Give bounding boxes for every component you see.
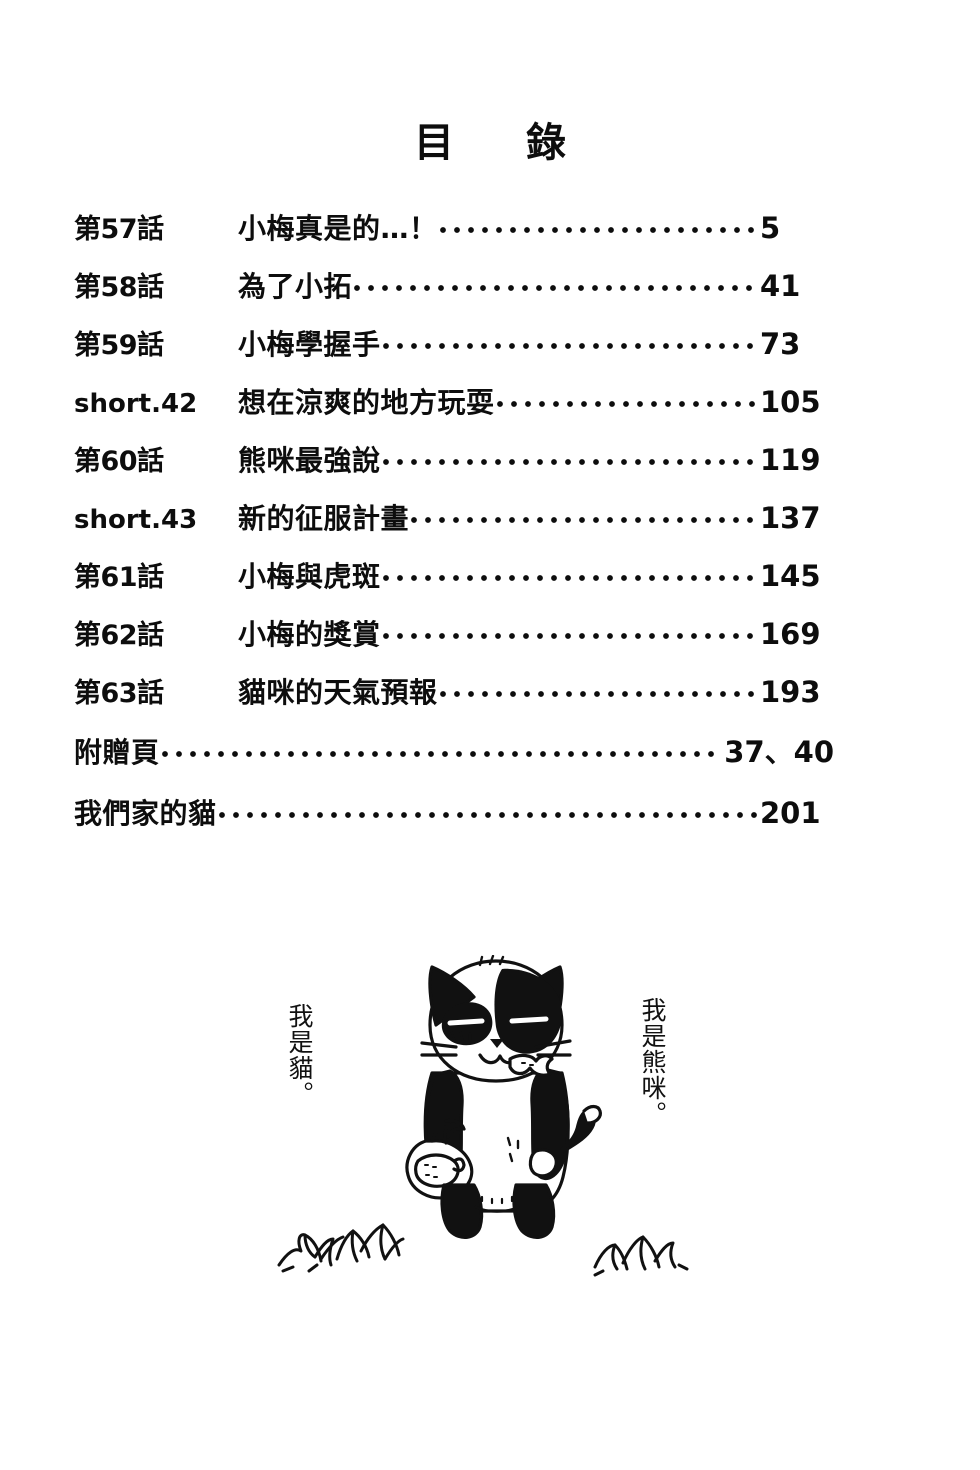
toc-row[interactable]: short.43 新的征服計畫 137	[74, 497, 834, 555]
toc-entry-title: 小梅學握手	[238, 328, 381, 361]
toc-chapter-number: short.43	[74, 505, 198, 535]
toc-row[interactable]: 第59話 小梅學握手 73	[74, 323, 834, 381]
illustration-label-left: 我是貓。	[285, 1003, 314, 1107]
toc-chapter-number: 第61話	[74, 562, 164, 593]
toc-page-number: 145	[760, 559, 821, 593]
toc-page-number: 193	[760, 675, 821, 709]
toc-row[interactable]: short.42 想在涼爽的地方玩耍 105	[74, 381, 834, 439]
toc-entry-title: 為了小拓	[238, 270, 353, 303]
toc-chapter-number: 第59話	[74, 330, 164, 361]
toc-dot-leader	[382, 628, 758, 644]
toc-chapter-number: 第62話	[74, 620, 164, 651]
toc-entry-title: 小梅的獎賞	[238, 618, 381, 651]
table-of-contents: 第57話 小梅真是的…！ 5 第58話 為了小拓 41 第59話 小梅學握手 73 short.4…	[74, 207, 834, 855]
toc-page-number: 105	[760, 385, 821, 419]
toc-chapter-number: 第63話	[74, 678, 164, 709]
cat-illustration-icon	[405, 955, 602, 1239]
toc-row[interactable]: 附贈頁 37、40	[74, 729, 834, 792]
toc-row[interactable]: 我們家的貓 201	[74, 792, 834, 855]
toc-entry-title: 貓咪的天氣預報	[238, 676, 438, 709]
toc-entry-title: 新的征服計畫	[238, 502, 410, 535]
grass-icon	[277, 1223, 689, 1277]
illustration-label-right: 我是熊咪。	[638, 997, 667, 1127]
page-title-char-2: 錄	[526, 120, 566, 166]
toc-entry-title: 小梅與虎斑	[238, 560, 381, 593]
illustration: 我是貓。 我是熊咪。	[0, 955, 980, 1295]
toc-entry-title: 想在涼爽的地方玩耍	[238, 386, 495, 419]
toc-entry-title: 附贈頁	[74, 736, 160, 769]
toc-chapter-number: 第60話	[74, 446, 164, 477]
toc-dot-leader	[382, 338, 758, 354]
toc-entry-title: 小梅真是的…！	[238, 212, 438, 245]
toc-page-number: 37、40	[724, 735, 834, 769]
toc-row[interactable]: 第63話 貓咪的天氣預報 193	[74, 671, 834, 729]
toc-dot-leader	[161, 746, 723, 762]
toc-page-number: 5	[760, 211, 781, 245]
toc-row[interactable]: 第57話 小梅真是的…！ 5	[74, 207, 834, 265]
toc-dot-leader	[382, 570, 758, 586]
toc-entry-title: 我們家的貓	[74, 797, 217, 830]
page-title-char-1: 目	[414, 120, 454, 166]
toc-dot-leader	[382, 454, 758, 470]
toc-row[interactable]: 第62話 小梅的獎賞 169	[74, 613, 834, 671]
toc-page-number: 169	[760, 617, 821, 651]
toc-dot-leader	[439, 222, 758, 238]
toc-page-number: 41	[760, 269, 801, 303]
toc-chapter-number: 第57話	[74, 214, 164, 245]
toc-dot-leader	[411, 512, 758, 528]
toc-dot-leader	[218, 807, 758, 823]
toc-page-number: 119	[760, 443, 821, 477]
toc-dot-leader	[439, 686, 758, 702]
toc-chapter-number: short.42	[74, 389, 198, 419]
toc-entry-title: 熊咪最強說	[238, 444, 381, 477]
toc-page-number: 201	[760, 796, 821, 830]
toc-dot-leader	[354, 280, 758, 296]
toc-row[interactable]: 第60話 熊咪最強說 119	[74, 439, 834, 497]
toc-chapter-number: 第58話	[74, 272, 164, 303]
toc-dot-leader	[496, 396, 758, 412]
toc-row[interactable]: 第61話 小梅與虎斑 145	[74, 555, 834, 613]
toc-page-number: 73	[760, 327, 801, 361]
page-title: 目錄	[0, 110, 980, 168]
toc-row[interactable]: 第58話 為了小拓 41	[74, 265, 834, 323]
toc-page-number: 137	[760, 501, 821, 535]
